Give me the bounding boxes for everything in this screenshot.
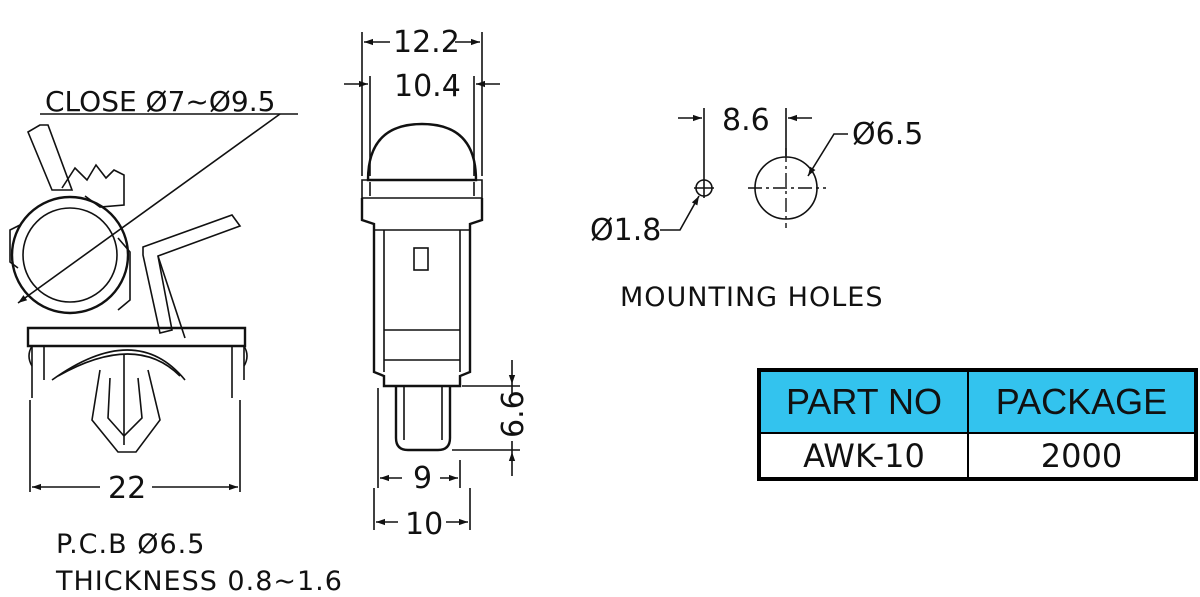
top-width-12-2-dim: 12.2 bbox=[393, 25, 460, 60]
pin-width-9-dim: 9 bbox=[413, 461, 432, 496]
clip-front-view bbox=[344, 32, 520, 530]
package-value: 2000 bbox=[967, 432, 1197, 480]
parts-table-header-row: PART NO PACKAGE bbox=[758, 369, 1197, 434]
width-22-dim: 22 bbox=[108, 471, 146, 506]
small-hole-diameter-label: Ø1.8 bbox=[590, 213, 661, 248]
pin-length-6-6-dim: 6.6 bbox=[496, 390, 531, 438]
table-row: AWK-10 2000 bbox=[758, 432, 1197, 480]
parts-table: PART NO PACKAGE AWK-10 2000 bbox=[757, 368, 1198, 481]
part-no-header: PART NO bbox=[758, 369, 969, 434]
clip-side-view bbox=[9, 113, 298, 492]
large-hole-diameter-label: Ø6.5 bbox=[852, 117, 923, 152]
pcb-thickness-label: THICKNESS 0.8~1.6 bbox=[55, 566, 343, 597]
pcb-diameter-label: P.C.B Ø6.5 bbox=[56, 529, 205, 560]
part-no-value: AWK-10 bbox=[758, 432, 969, 480]
close-diameter-label: CLOSE Ø7~Ø9.5 bbox=[45, 85, 275, 118]
package-header: PACKAGE bbox=[967, 369, 1197, 434]
base-width-10-dim: 10 bbox=[405, 507, 443, 542]
hole-spacing-8-6-dim: 8.6 bbox=[722, 103, 770, 138]
mounting-holes-diagram bbox=[660, 108, 848, 231]
head-width-10-4-dim: 10.4 bbox=[394, 69, 461, 104]
mounting-holes-title: MOUNTING HOLES bbox=[620, 282, 883, 313]
